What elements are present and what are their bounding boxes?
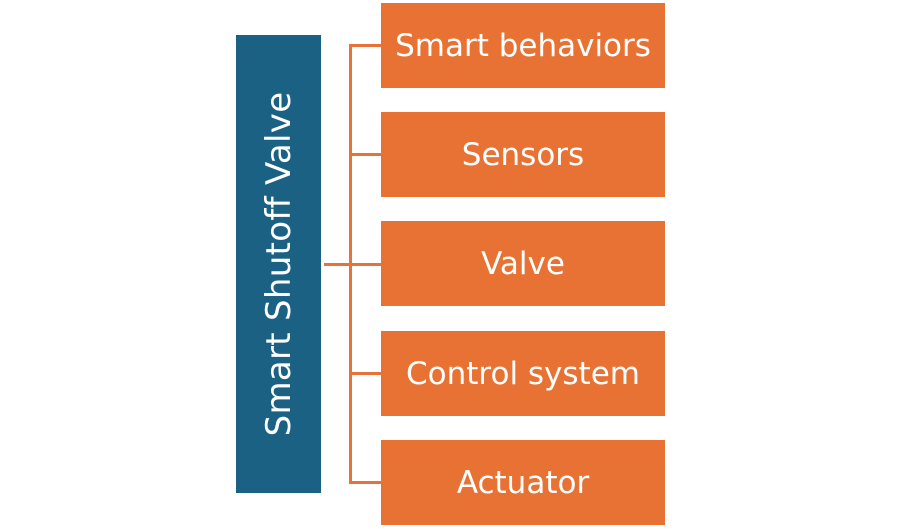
connector-branch-5 bbox=[349, 481, 381, 484]
child-node-control-system: Control system bbox=[381, 331, 665, 416]
connector-root-stub bbox=[324, 263, 352, 266]
connector-branch-1 bbox=[349, 44, 381, 47]
connector-branch-3 bbox=[349, 263, 381, 266]
child-node-actuator: Actuator bbox=[381, 440, 665, 525]
child-node-smart-behaviors: Smart behaviors bbox=[381, 3, 665, 88]
root-node: Smart Shutoff Valve bbox=[236, 35, 321, 493]
child-node-valve: Valve bbox=[381, 221, 665, 306]
connector-branch-4 bbox=[349, 372, 381, 375]
root-node-label: Smart Shutoff Valve bbox=[258, 91, 299, 437]
child-node-label: Valve bbox=[481, 245, 565, 282]
child-node-label: Smart behaviors bbox=[395, 27, 651, 64]
child-node-label: Control system bbox=[406, 355, 640, 392]
connector-branch-2 bbox=[349, 153, 381, 156]
child-node-sensors: Sensors bbox=[381, 112, 665, 197]
child-node-label: Actuator bbox=[456, 464, 590, 501]
child-node-label: Sensors bbox=[461, 136, 585, 173]
